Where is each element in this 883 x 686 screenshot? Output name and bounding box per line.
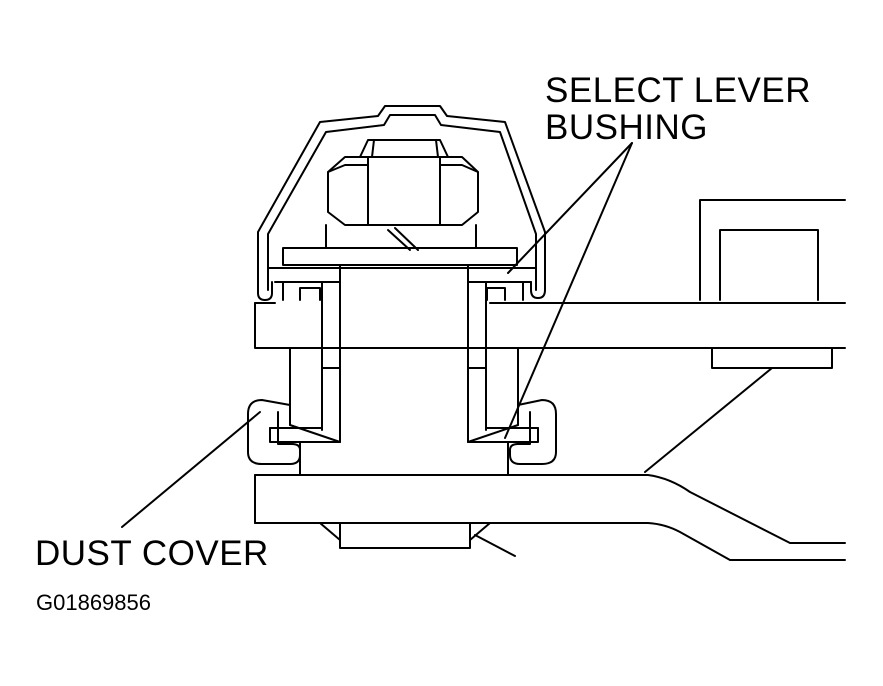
cap-cover	[257, 105, 546, 301]
dust-cover-label: DUST COVER	[35, 534, 269, 573]
bushing-body	[269, 264, 539, 476]
base-plate	[254, 474, 846, 561]
lever-plate	[254, 302, 846, 349]
lock-nut	[282, 139, 518, 266]
linkage-arm	[644, 199, 846, 473]
leader-lines	[121, 142, 633, 528]
select-lever-bushing-label-line2: BUSHING	[545, 108, 708, 147]
select-lever-bushing-label-line1: SELECT LEVER	[545, 71, 812, 110]
figure-code: G01869856	[36, 590, 151, 615]
dust-cover-seal	[247, 399, 557, 465]
